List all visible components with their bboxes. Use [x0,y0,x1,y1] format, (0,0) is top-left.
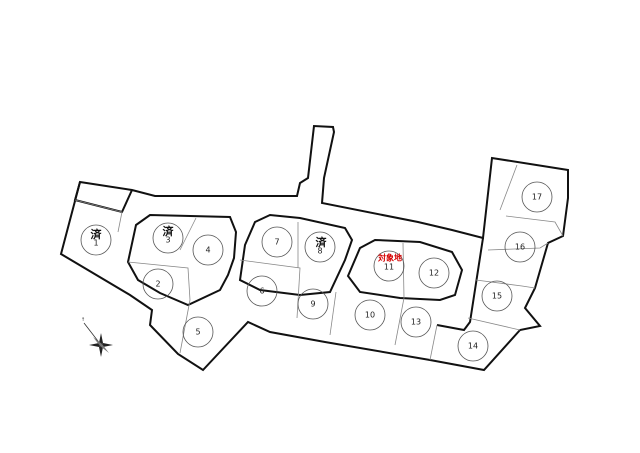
target-label: 対象地 [377,253,402,263]
lot-number: 6 [259,287,264,296]
svg-text:↑: ↑ [81,317,85,323]
lot-9-circle [297,288,329,320]
lot-7-circle [261,226,293,258]
lot-notes: 済 済 済 対象地 [91,224,403,263]
north-arrow-icon: ↑ [81,317,113,357]
lot-dividers [74,164,564,361]
lot-number: 14 [468,342,478,351]
lot-number: 4 [205,246,210,255]
lot-11-circle [373,250,405,282]
sold-mark: 済 [91,227,103,241]
sold-mark: 済 [163,224,175,238]
sold-mark: 済 [316,235,328,249]
lot-15-circle [481,280,513,312]
lot-number: 17 [532,193,542,202]
lot-8-circle [304,231,336,263]
lot-1-circle [80,224,112,256]
lot-12-circle [418,257,450,289]
lot-5-circle [182,316,214,348]
lot-number: 16 [515,243,525,252]
lot-number: 7 [274,238,279,247]
lot-14-circle [457,330,489,362]
road-loop-center [238,213,354,297]
lot-10-circle [354,299,386,331]
road-loop-west [126,213,238,307]
lot-number: 8 [317,247,322,256]
lot-3-circle [152,222,184,254]
lot-number: 5 [195,328,200,337]
lot-numbers: 1 2 3 4 5 6 7 8 9 10 11 12 13 14 15 16 1… [93,193,542,351]
lot-number: 9 [310,300,315,309]
lot-13-circle [400,306,432,338]
lot-6-circle [246,275,278,307]
lot-4-circle [192,234,224,266]
road-loop-east [346,238,464,302]
lot-number: 13 [411,318,421,327]
lot-16-circle [504,231,536,263]
lot-number: 1 [93,239,98,248]
lot-markers [80,181,553,362]
lot-number: 2 [155,280,160,289]
lot-17-circle [521,181,553,213]
lot-number: 10 [365,311,375,320]
lot-number: 11 [384,263,394,272]
lot-number: 3 [165,236,170,245]
lot-2-circle [142,268,174,300]
lot-number: 15 [492,292,502,301]
lot-number: 12 [429,269,439,278]
site-boundary [59,124,569,372]
